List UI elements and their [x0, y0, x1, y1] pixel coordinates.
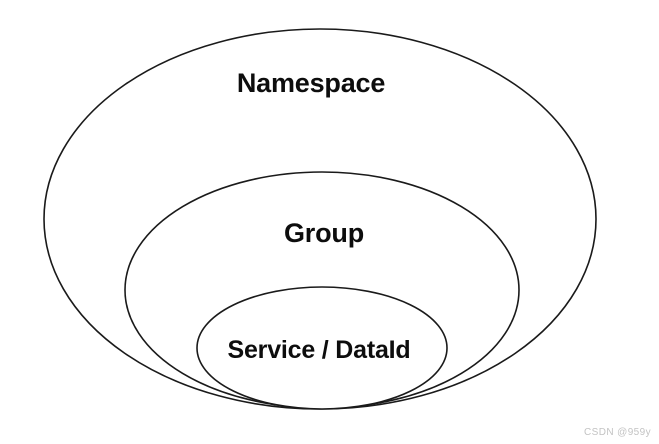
watermark-text: CSDN @959y [584, 427, 651, 438]
service-dataid-label: Service / DataId [227, 336, 411, 364]
service-dataid-ellipse [196, 286, 448, 410]
group-label: Group [284, 218, 364, 248]
namespace-label: Namespace [236, 68, 386, 98]
